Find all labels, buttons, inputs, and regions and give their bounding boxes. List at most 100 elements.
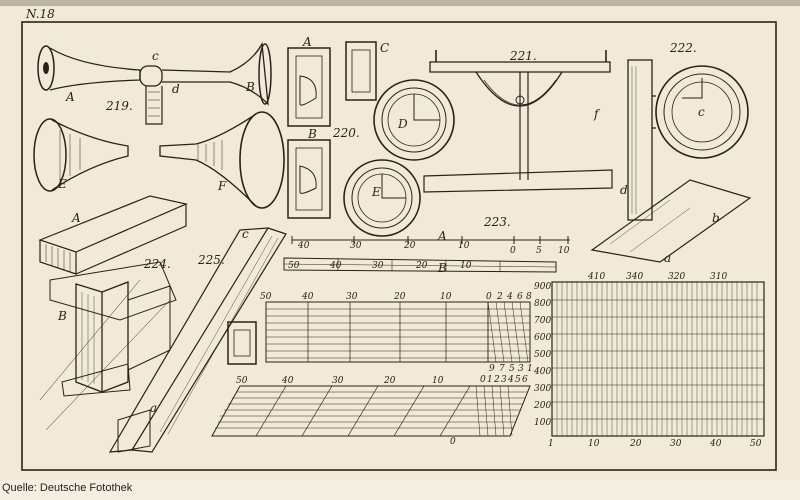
image-source-caption: Quelle: Deutsche Fotothek — [2, 482, 133, 494]
upper-grid-6: 6 — [517, 292, 523, 302]
scale-A-0: 0 — [510, 246, 516, 256]
large-grid-bottom-10: 10 — [588, 439, 600, 449]
figure-221-instrument — [423, 50, 613, 193]
upper-grid-9: 9 — [489, 364, 495, 374]
figure-number-222: 222. — [669, 41, 697, 55]
figure-223-blocks — [38, 195, 188, 431]
horn-F-label: F — [217, 179, 227, 193]
upper-grid-5: 5 — [509, 364, 515, 374]
lower-grid-r1: 1 — [487, 375, 493, 385]
horn-E — [33, 118, 129, 192]
scale-A-10: 10 — [458, 241, 470, 251]
ring-E-label: E — [371, 185, 381, 199]
fig222-label-d: d — [620, 183, 628, 197]
large-scale-grid — [551, 281, 765, 437]
scale-A-30: 30 — [350, 241, 362, 251]
upper-grid-0: 0 — [486, 292, 492, 302]
upper-grid-10: 10 — [440, 292, 452, 302]
figure-220-panels — [287, 41, 377, 219]
upper-grid-3: 3 — [518, 364, 524, 374]
large-grid-top-410: 410 — [587, 272, 605, 282]
scale-B-40: 40 — [329, 261, 342, 271]
fig220-label-B: B — [307, 127, 317, 141]
large-grid-100: 100 — [534, 418, 551, 428]
scale-A-5: 5 — [536, 246, 542, 256]
lower-grid-30: 30 — [332, 376, 344, 386]
scale-B-label: B — [437, 261, 447, 275]
scale-B-10: 10 — [460, 261, 472, 271]
fig222-label-f: f — [593, 107, 601, 121]
upper-grid-30: 30 — [346, 292, 358, 302]
upper-grid-4: 4 — [506, 292, 513, 302]
lower-grid-20: 20 — [383, 376, 396, 386]
ring-E — [343, 159, 421, 237]
engraving-plate: N.18 A B c d 219. E F A B C 220. — [0, 0, 800, 471]
fig220-label-C: C — [380, 41, 389, 55]
lower-grid-r5: 5 — [515, 375, 521, 385]
upper-grid-50: 50 — [260, 292, 272, 302]
scale-A-10-right: 10 — [558, 246, 570, 256]
large-grid-top-310: 310 — [710, 272, 727, 282]
ring-D — [373, 79, 455, 161]
scale-A — [291, 236, 570, 244]
large-grid-bottom-1: 1 — [548, 439, 554, 449]
scale-B-50: 50 — [288, 261, 300, 271]
large-grid-bottom-40: 40 — [709, 439, 722, 449]
fig220-label-A: A — [302, 35, 312, 49]
large-grid-300: 300 — [534, 384, 551, 394]
fig222-label-a: a — [664, 251, 671, 265]
scale-B-20: 20 — [415, 261, 428, 271]
large-grid-bottom-30: 30 — [670, 439, 682, 449]
large-grid-200: 200 — [533, 401, 551, 411]
plate-border — [21, 21, 777, 471]
large-grid-top-340: 340 — [626, 272, 643, 282]
lower-grid-0: 0 — [450, 437, 456, 447]
figure-number-219: 219. — [105, 99, 133, 113]
scale-A-20: 20 — [403, 241, 416, 251]
upper-grid-8: 8 — [526, 292, 532, 302]
figure-number-221: 221. — [509, 49, 537, 63]
figure-224-beam — [108, 227, 287, 453]
lower-grid-50: 50 — [236, 376, 248, 386]
fig224-label-a: a — [150, 401, 157, 415]
large-grid-400: 400 — [533, 367, 551, 377]
upper-grid-40: 40 — [301, 292, 314, 302]
fig223-label-B: B — [57, 309, 67, 323]
large-grid-800: 800 — [534, 299, 551, 309]
large-grid-500: 500 — [534, 350, 551, 360]
horn-F — [159, 111, 285, 209]
lower-grid-r0: 0 — [480, 375, 486, 385]
fig219-label-c: c — [152, 49, 159, 63]
fig224-label-c: c — [242, 227, 249, 241]
fig222-label-b: b — [712, 211, 720, 225]
scale-B — [283, 257, 557, 273]
fig222-label-c: c — [698, 105, 705, 119]
scale-B-30: 30 — [372, 261, 384, 271]
diagonal-scale-upper — [265, 301, 531, 363]
binding-shadow — [0, 0, 800, 6]
diagonal-scale-lower — [211, 385, 531, 437]
fig219-label-d: d — [172, 82, 180, 96]
lower-grid-r3: 3 — [501, 375, 507, 385]
upper-grid-7: 7 — [499, 364, 505, 374]
upper-grid-1: 1 — [527, 364, 533, 374]
large-grid-900: 900 — [534, 282, 551, 292]
figure-number-224: 225. — [197, 253, 225, 267]
horn-E-label: E — [57, 177, 67, 191]
lower-grid-r4: 4 — [507, 375, 514, 385]
upper-grid-20: 20 — [393, 292, 406, 302]
fig223-label-A: A — [71, 211, 81, 225]
large-grid-bottom-50: 50 — [750, 439, 762, 449]
ring-D-label: D — [397, 117, 408, 131]
figure-number-223: 224. — [143, 257, 171, 271]
figure-219-speaking-tube — [37, 41, 272, 125]
scale-A-40: 40 — [297, 241, 310, 251]
large-grid-600: 600 — [534, 333, 551, 343]
lower-grid-10: 10 — [432, 376, 444, 386]
fig219-label-B: B — [245, 80, 255, 94]
upper-grid-2: 2 — [496, 292, 503, 302]
figure-222-column-ring — [590, 59, 752, 263]
large-grid-bottom-20: 20 — [629, 439, 642, 449]
scale-A-label: A — [437, 229, 447, 243]
